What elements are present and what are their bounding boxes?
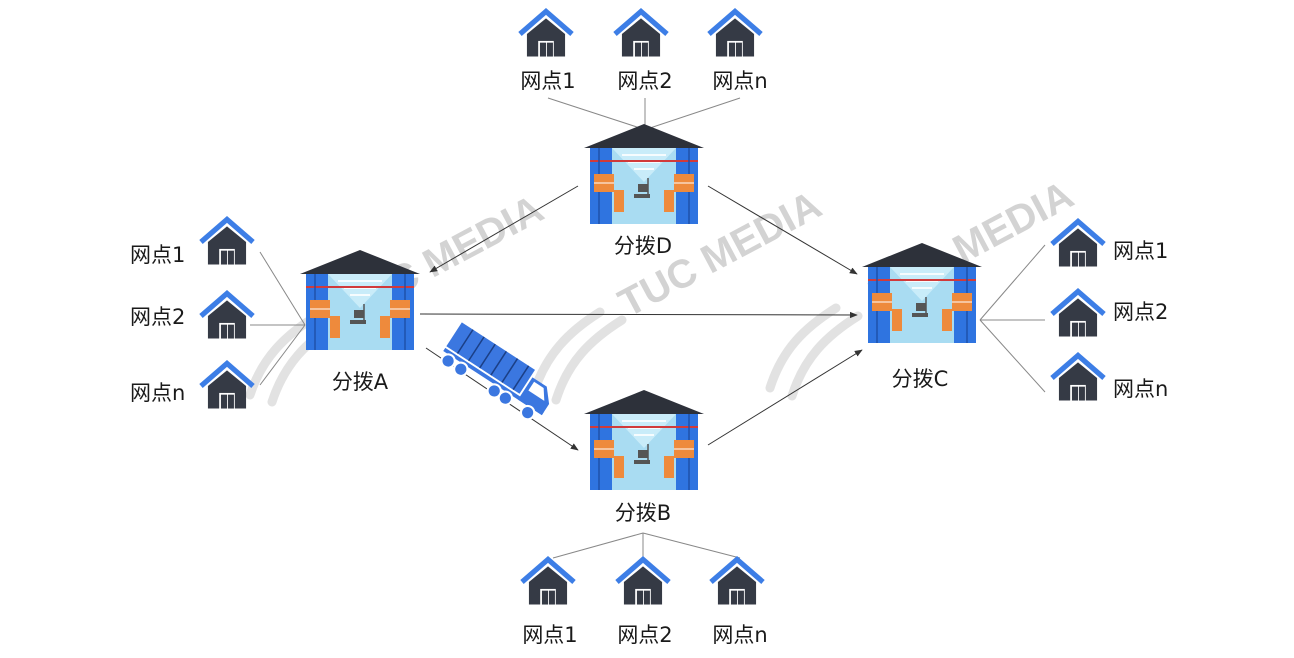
outlet-bottom-n-label: 网点n [712, 623, 767, 647]
outlet-top-1-label: 网点1 [520, 69, 575, 93]
connector-b-n [642, 532, 741, 559]
hub-a-label: 分拨A [332, 370, 389, 394]
outlet-right-n-label: 网点n [1113, 377, 1168, 401]
connector-a-n [259, 324, 306, 386]
outlet-bottom-1-label: 网点1 [522, 623, 577, 647]
hub-c: 分拨C [861, 242, 983, 391]
connector-b-1 [552, 532, 644, 559]
house-icon [520, 11, 572, 56]
connector-c-1 [979, 244, 1046, 321]
outlet-left-n-label: 网点n [130, 381, 185, 405]
hub-d: 分拨D [583, 123, 705, 258]
outlet-top-n-label: 网点n [712, 69, 767, 93]
house-icon [617, 559, 669, 604]
hub-c-label: 分拨C [892, 367, 949, 391]
house-icon [522, 559, 574, 604]
house-icon [711, 559, 763, 604]
house-icon [201, 293, 253, 338]
warehouse-icon [583, 123, 705, 225]
outlet-right-2-label: 网点2 [1113, 300, 1168, 324]
house-icon [615, 11, 667, 56]
house-icon [201, 363, 253, 408]
hub-b-label: 分拨B [615, 501, 671, 525]
outlet-bottom-2-label: 网点2 [617, 623, 672, 647]
outlets-bottom: 网点1 网点2 网点n [522, 559, 768, 647]
connector-a-1 [259, 251, 306, 326]
hub-d-label: 分拨D [614, 234, 672, 258]
connector-d-1 [547, 97, 641, 129]
outlet-left-1-label: 网点1 [130, 243, 185, 267]
house-icon [201, 219, 253, 264]
arrow-a-to-c [419, 311, 858, 319]
arrow-d-to-c [707, 185, 858, 275]
outlet-left-2-label: 网点2 [130, 305, 185, 329]
arrow-b-to-c [707, 349, 863, 446]
connector-c-n [979, 319, 1046, 393]
house-icon [1052, 221, 1104, 266]
hub-a: 分拨A [299, 249, 421, 394]
hub-b: 分拨B [583, 389, 705, 525]
house-icon [709, 11, 761, 56]
outlet-top-2-label: 网点2 [617, 69, 672, 93]
house-icon [1052, 355, 1104, 400]
outlets-left: 网点1 网点2 网点n [130, 219, 253, 408]
outlet-right-1-label: 网点1 [1113, 239, 1168, 263]
outlets-top: 网点1 网点2 网点n [520, 11, 768, 93]
outlet-connectors [250, 97, 1046, 559]
warehouse-icon [583, 389, 705, 491]
house-icon [1052, 291, 1104, 336]
outlets-right: 网点1 网点2 网点n [1052, 221, 1168, 401]
connector-d-n [649, 97, 741, 129]
arrow-d-to-a [429, 185, 579, 273]
